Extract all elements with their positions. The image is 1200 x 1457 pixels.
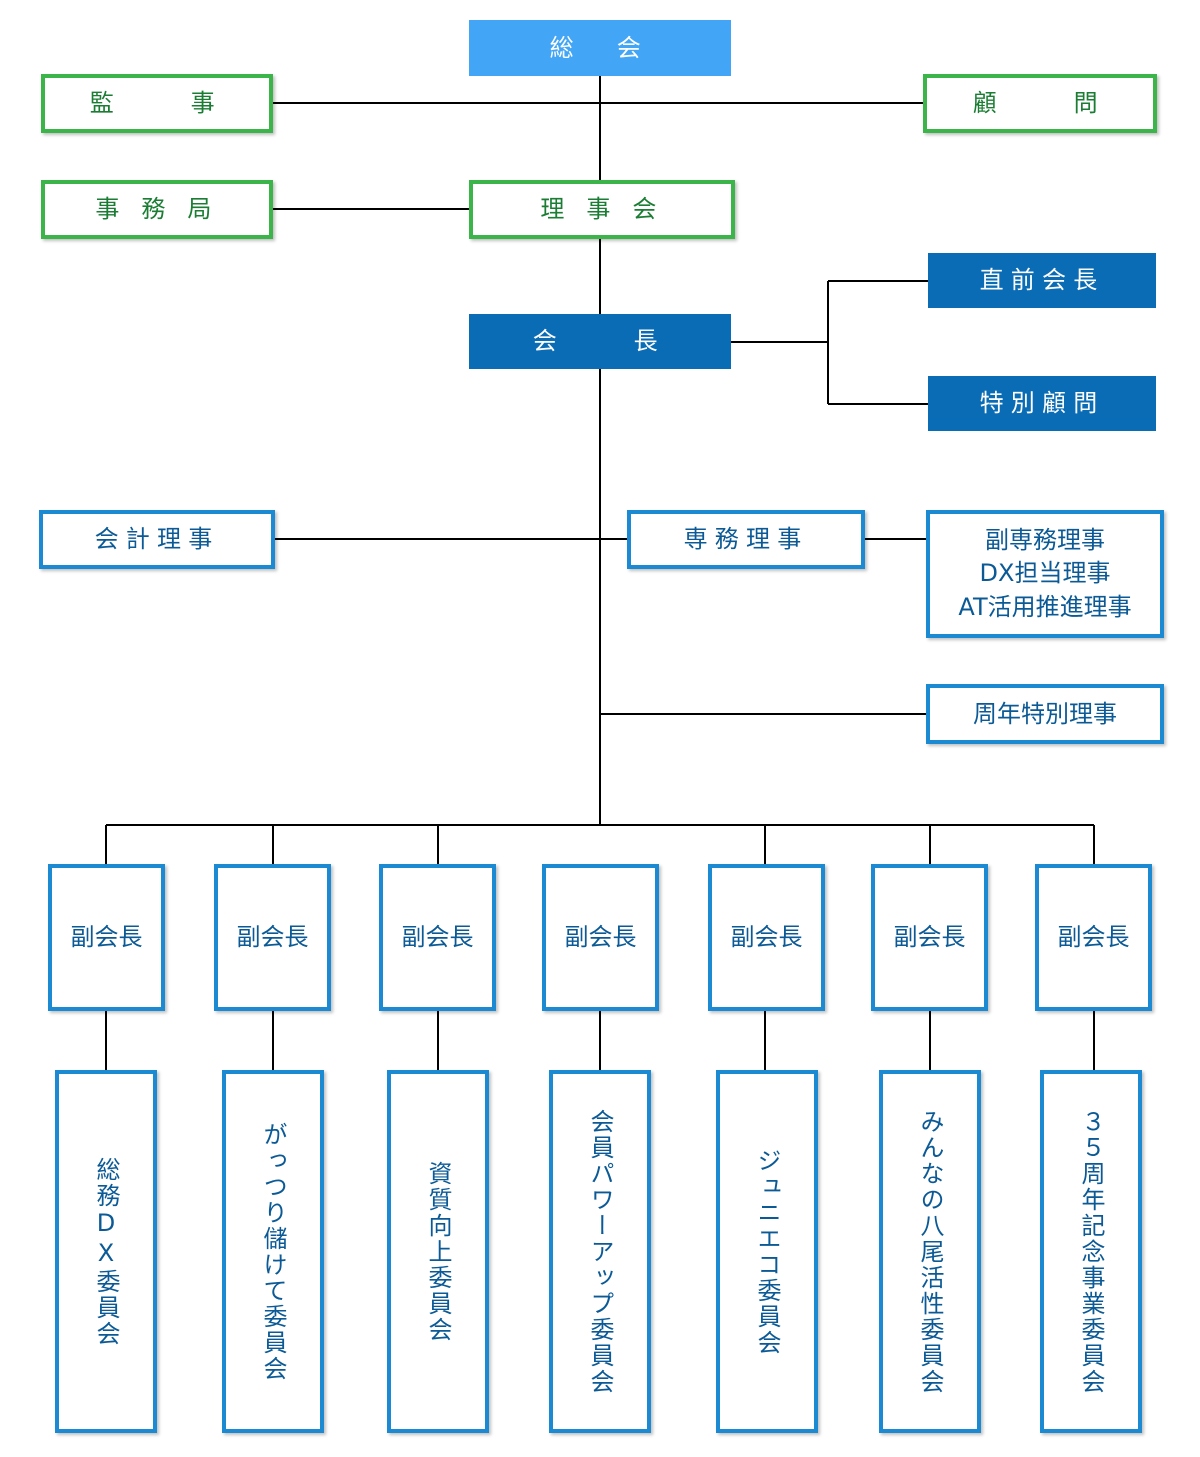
general-assembly-box: 総 会 (469, 20, 731, 76)
committee-box: ３５周年記念事業委員会 (1040, 1070, 1142, 1433)
executive-director-label: 専務理事 (683, 525, 809, 554)
deputy-director-line-2: DX担当理事 (979, 559, 1111, 588)
deputy-director-box: 副専務理事 DX担当理事 AT活用推進理事 (926, 510, 1164, 638)
committee-box: 会員パワーアップ委員会 (549, 1070, 651, 1433)
vice-president-box: 副会長 (708, 864, 825, 1011)
vice-president-label: 副会長 (893, 923, 966, 952)
board-box: 理 事 会 (469, 180, 735, 239)
vice-president-label: 副会長 (236, 923, 309, 952)
committee-box: 総務DX委員会 (55, 1070, 157, 1433)
accounting-director-label: 会計理事 (94, 525, 220, 554)
vice-president-box: 副会長 (871, 864, 988, 1011)
secretariat-label: 事 務 局 (95, 195, 219, 224)
advisor-box: 顧 問 (923, 74, 1157, 133)
vice-president-label: 副会長 (70, 923, 143, 952)
special-advisor-box: 特別顧問 (928, 376, 1156, 431)
auditor-box: 監 事 (41, 74, 273, 133)
advisor-label: 顧 問 (972, 89, 1108, 118)
secretariat-box: 事 務 局 (41, 180, 273, 239)
vice-president-label: 副会長 (1057, 923, 1130, 952)
committee-box: 資質向上委員会 (387, 1070, 489, 1433)
committee-label: 資質向上委員会 (424, 1160, 452, 1343)
auditor-label: 監 事 (89, 89, 225, 118)
anniversary-director-box: 周年特別理事 (926, 684, 1164, 744)
president-box: 会 長 (469, 314, 731, 369)
vice-president-box: 副会長 (379, 864, 496, 1011)
deputy-director-line-3: AT活用推進理事 (958, 592, 1132, 621)
committee-box: がっつり儲けて委員会 (222, 1070, 324, 1433)
vice-president-label: 副会長 (564, 923, 637, 952)
vice-president-box: 副会長 (214, 864, 331, 1011)
accounting-director-box: 会計理事 (39, 510, 275, 569)
vice-president-label: 副会長 (730, 923, 803, 952)
committee-label: 総務DX委員会 (92, 1156, 120, 1347)
committee-box: みんなの八尾活性委員会 (879, 1070, 981, 1433)
general-assembly-label: 総 会 (549, 33, 651, 62)
committee-label: ジュニエコ委員会 (753, 1147, 781, 1356)
vice-president-box: 副会長 (1035, 864, 1152, 1011)
deputy-director-line-1: 副専務理事 (985, 525, 1105, 554)
vice-president-box: 副会長 (48, 864, 165, 1011)
committee-label: みんなの八尾活性委員会 (916, 1108, 944, 1395)
board-label: 理 事 会 (540, 195, 664, 224)
president-label: 会 長 (532, 327, 668, 356)
vice-president-label: 副会長 (401, 923, 474, 952)
committee-label: 会員パワーアップ委員会 (586, 1108, 614, 1395)
committee-box: ジュニエコ委員会 (716, 1070, 818, 1433)
past-president-label: 直前会長 (979, 266, 1105, 295)
committee-label: ３５周年記念事業委員会 (1077, 1108, 1105, 1395)
anniversary-director-label: 周年特別理事 (973, 699, 1117, 728)
past-president-box: 直前会長 (928, 253, 1156, 308)
executive-director-box: 専務理事 (627, 510, 865, 569)
vice-president-box: 副会長 (542, 864, 659, 1011)
committee-label: がっつり儲けて委員会 (259, 1121, 287, 1382)
special-advisor-label: 特別顧問 (979, 389, 1105, 418)
